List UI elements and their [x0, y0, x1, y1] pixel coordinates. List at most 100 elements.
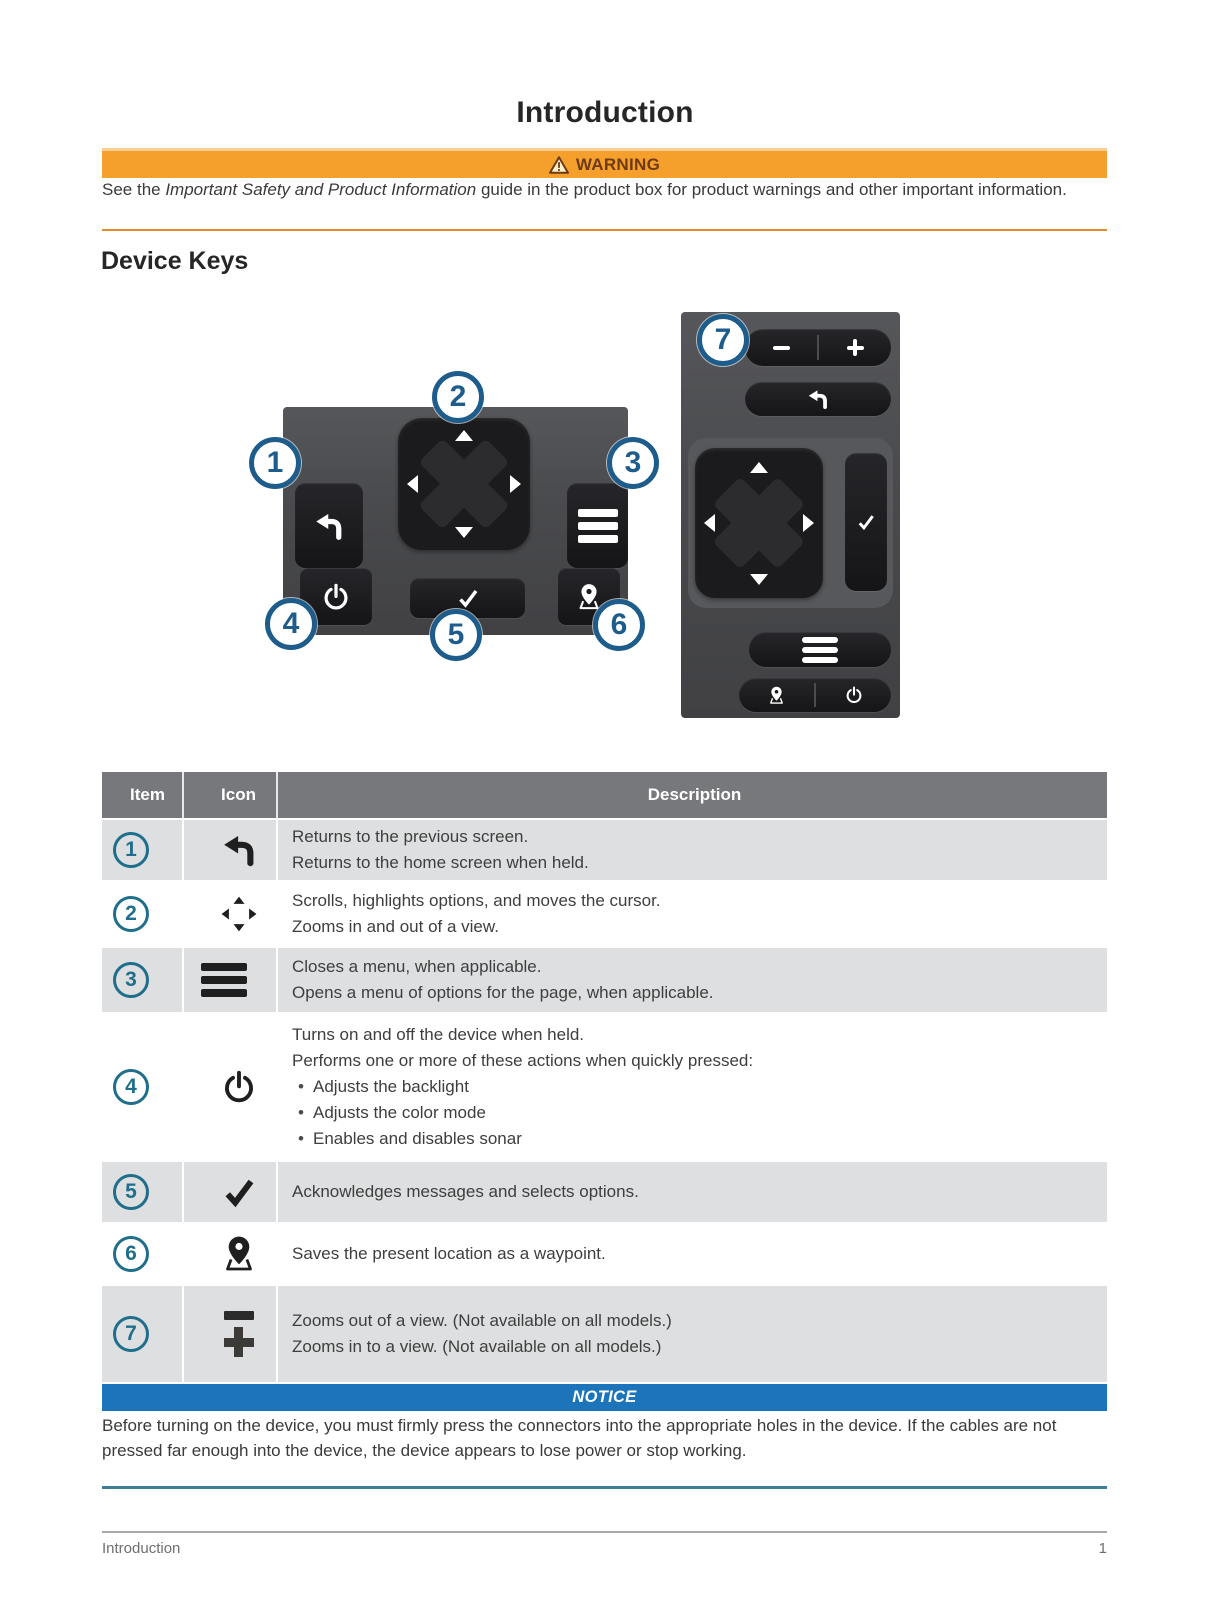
dpad-right-icon — [803, 514, 815, 532]
notice-body-text: Before turning on the device, you must f… — [102, 1416, 1057, 1460]
footer-divider — [102, 1531, 1107, 1533]
device-keys-table: Item Icon Description 1 Returns to the p… — [102, 772, 1107, 1382]
select-key — [845, 453, 887, 591]
item-number-badge: 3 — [113, 962, 149, 998]
description-line: Turns on and off the device when held. — [292, 1025, 585, 1044]
zoom-out-key — [745, 329, 817, 366]
back-icon — [201, 829, 276, 871]
menu-key — [749, 632, 891, 667]
item-number-badge: 2 — [113, 896, 149, 932]
callout-3: 3 — [607, 437, 659, 489]
description-line: Opens a menu of options for the page, wh… — [292, 983, 714, 1002]
power-icon — [201, 1070, 276, 1104]
description-bullet: Adjusts the color mode — [292, 1100, 1097, 1126]
teal-divider — [102, 1486, 1107, 1489]
zoom-keys — [745, 329, 891, 366]
check-icon — [201, 1174, 276, 1210]
description-line: Zooms out of a view. (Not available on a… — [292, 1311, 672, 1330]
waypoint-icon — [767, 686, 786, 705]
dpad-up-icon — [455, 429, 473, 441]
page-footer: Introduction 1 — [102, 1540, 1107, 1557]
back-key — [295, 483, 363, 568]
dpad-icon — [201, 892, 276, 936]
dpad-down-icon — [455, 527, 473, 539]
table-row: 6 Saves the present location as a waypoi… — [102, 1222, 1107, 1284]
orange-divider — [102, 229, 1107, 231]
menu-key — [567, 483, 628, 568]
back-key — [745, 382, 891, 416]
description-line: Returns to the previous screen. — [292, 827, 529, 846]
dpad-right-icon — [509, 475, 521, 493]
menu-icon — [802, 636, 838, 663]
item-number-badge: 1 — [113, 832, 149, 868]
dpad-key — [398, 418, 530, 550]
warning-triangle-icon — [548, 155, 569, 174]
table-row: 1 Returns to the previous screen. Return… — [102, 818, 1107, 880]
plus-icon — [223, 1327, 254, 1357]
back-icon — [311, 508, 347, 544]
waypoint-key — [739, 678, 814, 712]
table-row: 4 Turns on and off the device when held.… — [102, 1012, 1107, 1160]
callout-4: 4 — [265, 598, 317, 650]
table-header-icon: Icon — [184, 772, 278, 818]
device-keypad-horizontal — [283, 407, 628, 635]
description-line: Zooms in and out of a view. — [292, 917, 499, 936]
warning-body-post: guide in the product box for product war… — [476, 180, 1067, 199]
warning-banner: WARNING — [102, 148, 1107, 178]
minus-icon — [223, 1311, 254, 1320]
back-icon — [805, 386, 831, 412]
item-number-badge: 6 — [113, 1236, 149, 1272]
table-header-row: Item Icon Description — [102, 772, 1107, 818]
check-icon — [856, 512, 876, 532]
footer-section-label: Introduction — [102, 1540, 181, 1557]
description-line: Zooms in to a view. (Not available on al… — [292, 1337, 662, 1356]
device-keypad-vertical — [681, 312, 900, 718]
menu-icon — [201, 963, 247, 997]
device-figures: 1 2 3 4 5 6 7 — [102, 285, 1107, 735]
callout-7: 7 — [697, 314, 749, 366]
warning-body-italic: Important Safety and Product Information — [165, 180, 477, 199]
warning-body-pre: See the — [102, 180, 166, 199]
power-key — [816, 678, 891, 712]
table-row: 5 Acknowledges messages and selects opti… — [102, 1160, 1107, 1222]
description-line: Saves the present location as a waypoint… — [292, 1244, 606, 1263]
waypoint-icon — [575, 583, 603, 611]
footer-page-number: 1 — [1098, 1540, 1107, 1557]
zoom-out-in-icons — [201, 1311, 276, 1357]
dpad-left-icon — [407, 475, 419, 493]
description-line: Performs one or more of these actions wh… — [292, 1051, 754, 1070]
waypoint-icon — [201, 1235, 276, 1273]
menu-icon — [577, 508, 618, 543]
callout-6: 6 — [593, 599, 645, 651]
plus-icon — [846, 339, 864, 356]
table-row: 7 Zooms out of a view. (Not available on… — [102, 1284, 1107, 1382]
description-bullet: Enables and disables sonar — [292, 1126, 1097, 1152]
description-line: Acknowledges messages and selects option… — [292, 1182, 639, 1201]
callout-1: 1 — [249, 437, 301, 489]
table-row: 2 Scrolls, highlights options, and moves… — [102, 880, 1107, 946]
table-header-description: Description — [647, 785, 742, 804]
dpad-down-icon — [750, 573, 768, 585]
table-header-item: Item — [102, 772, 184, 818]
dpad-key — [695, 448, 823, 598]
key-divider — [814, 683, 816, 707]
notice-label: NOTICE — [572, 1388, 637, 1406]
callout-2: 2 — [432, 371, 484, 423]
check-icon — [456, 586, 480, 610]
item-number-badge: 4 — [113, 1069, 149, 1105]
warning-body-text: See the Important Safety and Product Inf… — [102, 178, 1067, 202]
zoom-in-key — [819, 329, 891, 366]
minus-icon — [772, 345, 790, 350]
section-heading: Device Keys — [101, 247, 249, 275]
item-number-badge: 5 — [113, 1174, 149, 1210]
waypoint-power-keys — [739, 678, 891, 712]
key-divider — [817, 334, 819, 361]
power-icon — [845, 686, 863, 704]
table-row: 3 Closes a menu, when applicable. Opens … — [102, 946, 1107, 1012]
dpad-left-icon — [703, 514, 715, 532]
power-icon — [322, 583, 350, 611]
notice-banner: NOTICE — [102, 1384, 1107, 1411]
dpad-up-icon — [750, 461, 768, 473]
description-bullet: Adjusts the backlight — [292, 1074, 1097, 1100]
